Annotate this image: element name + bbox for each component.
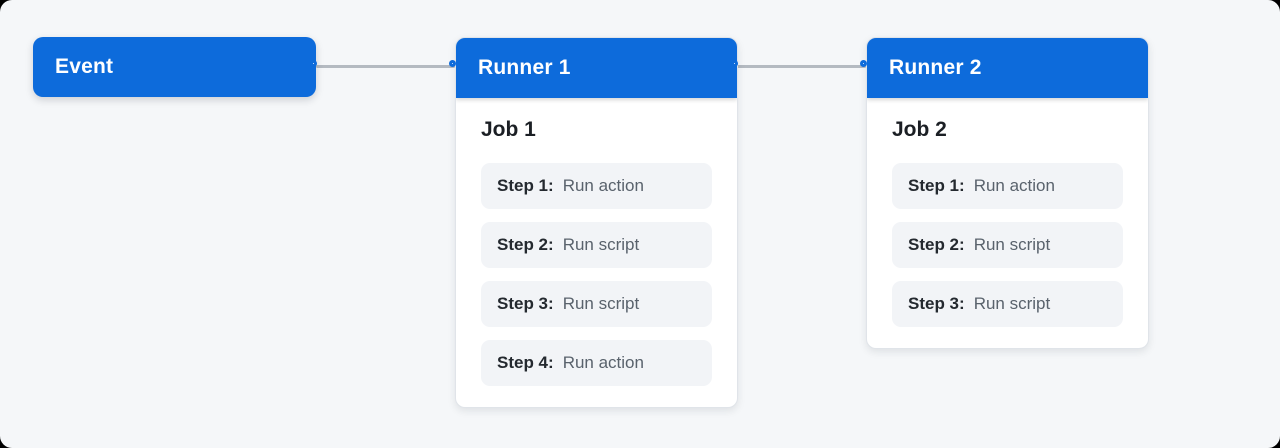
event-title: Event (55, 55, 114, 78)
step-label: Step 3: (497, 294, 554, 313)
job-1-step-2: Step 2: Run script (481, 222, 712, 268)
connector-dot-runner1-out (731, 60, 738, 67)
connector-dot-runner1-in (449, 60, 456, 67)
step-label: Step 1: (497, 176, 554, 195)
runner-1-title: Runner 1 (478, 56, 571, 79)
edge-event-to-runner1 (316, 65, 455, 68)
connector-dot-runner2-in (860, 60, 867, 67)
step-action: Run action (973, 176, 1055, 195)
job-1-title: Job 1 (481, 118, 536, 141)
job-2-step-3: Step 3: Run script (892, 281, 1123, 327)
step-action: Run action (562, 353, 644, 372)
job-1-step-1: Step 1: Run action (481, 163, 712, 209)
node-runner-1: Runner 1 Job 1 Step 1: Run action Step 2… (455, 37, 738, 408)
runner-1-header: Runner 1 (456, 38, 737, 98)
step-action: Run action (562, 176, 644, 195)
job-1-step-3: Step 3: Run script (481, 281, 712, 327)
step-action: Run script (562, 235, 640, 254)
job-2-step-2: Step 2: Run script (892, 222, 1123, 268)
node-runner-2: Runner 2 Job 2 Step 1: Run action Step 2… (866, 37, 1149, 349)
job-2-step-1: Step 1: Run action (892, 163, 1123, 209)
runner-2-title: Runner 2 (889, 56, 982, 79)
runner-2-header: Runner 2 (867, 38, 1148, 98)
connector-dot-event-out (310, 60, 317, 67)
step-action: Run script (973, 235, 1051, 254)
step-label: Step 2: (497, 235, 554, 254)
runner-1-job: Job 1 Step 1: Run action Step 2: Run scr… (456, 98, 737, 407)
step-action: Run script (562, 294, 640, 313)
step-label: Step 4: (497, 353, 554, 372)
node-event: Event (33, 37, 316, 97)
step-action: Run script (973, 294, 1051, 313)
job-2-title: Job 2 (892, 118, 947, 141)
step-label: Step 3: (908, 294, 965, 313)
step-label: Step 1: (908, 176, 965, 195)
job-1-step-4: Step 4: Run action (481, 340, 712, 386)
step-label: Step 2: (908, 235, 965, 254)
edge-runner1-to-runner2 (737, 65, 866, 68)
runner-2-job: Job 2 Step 1: Run action Step 2: Run scr… (867, 98, 1148, 348)
